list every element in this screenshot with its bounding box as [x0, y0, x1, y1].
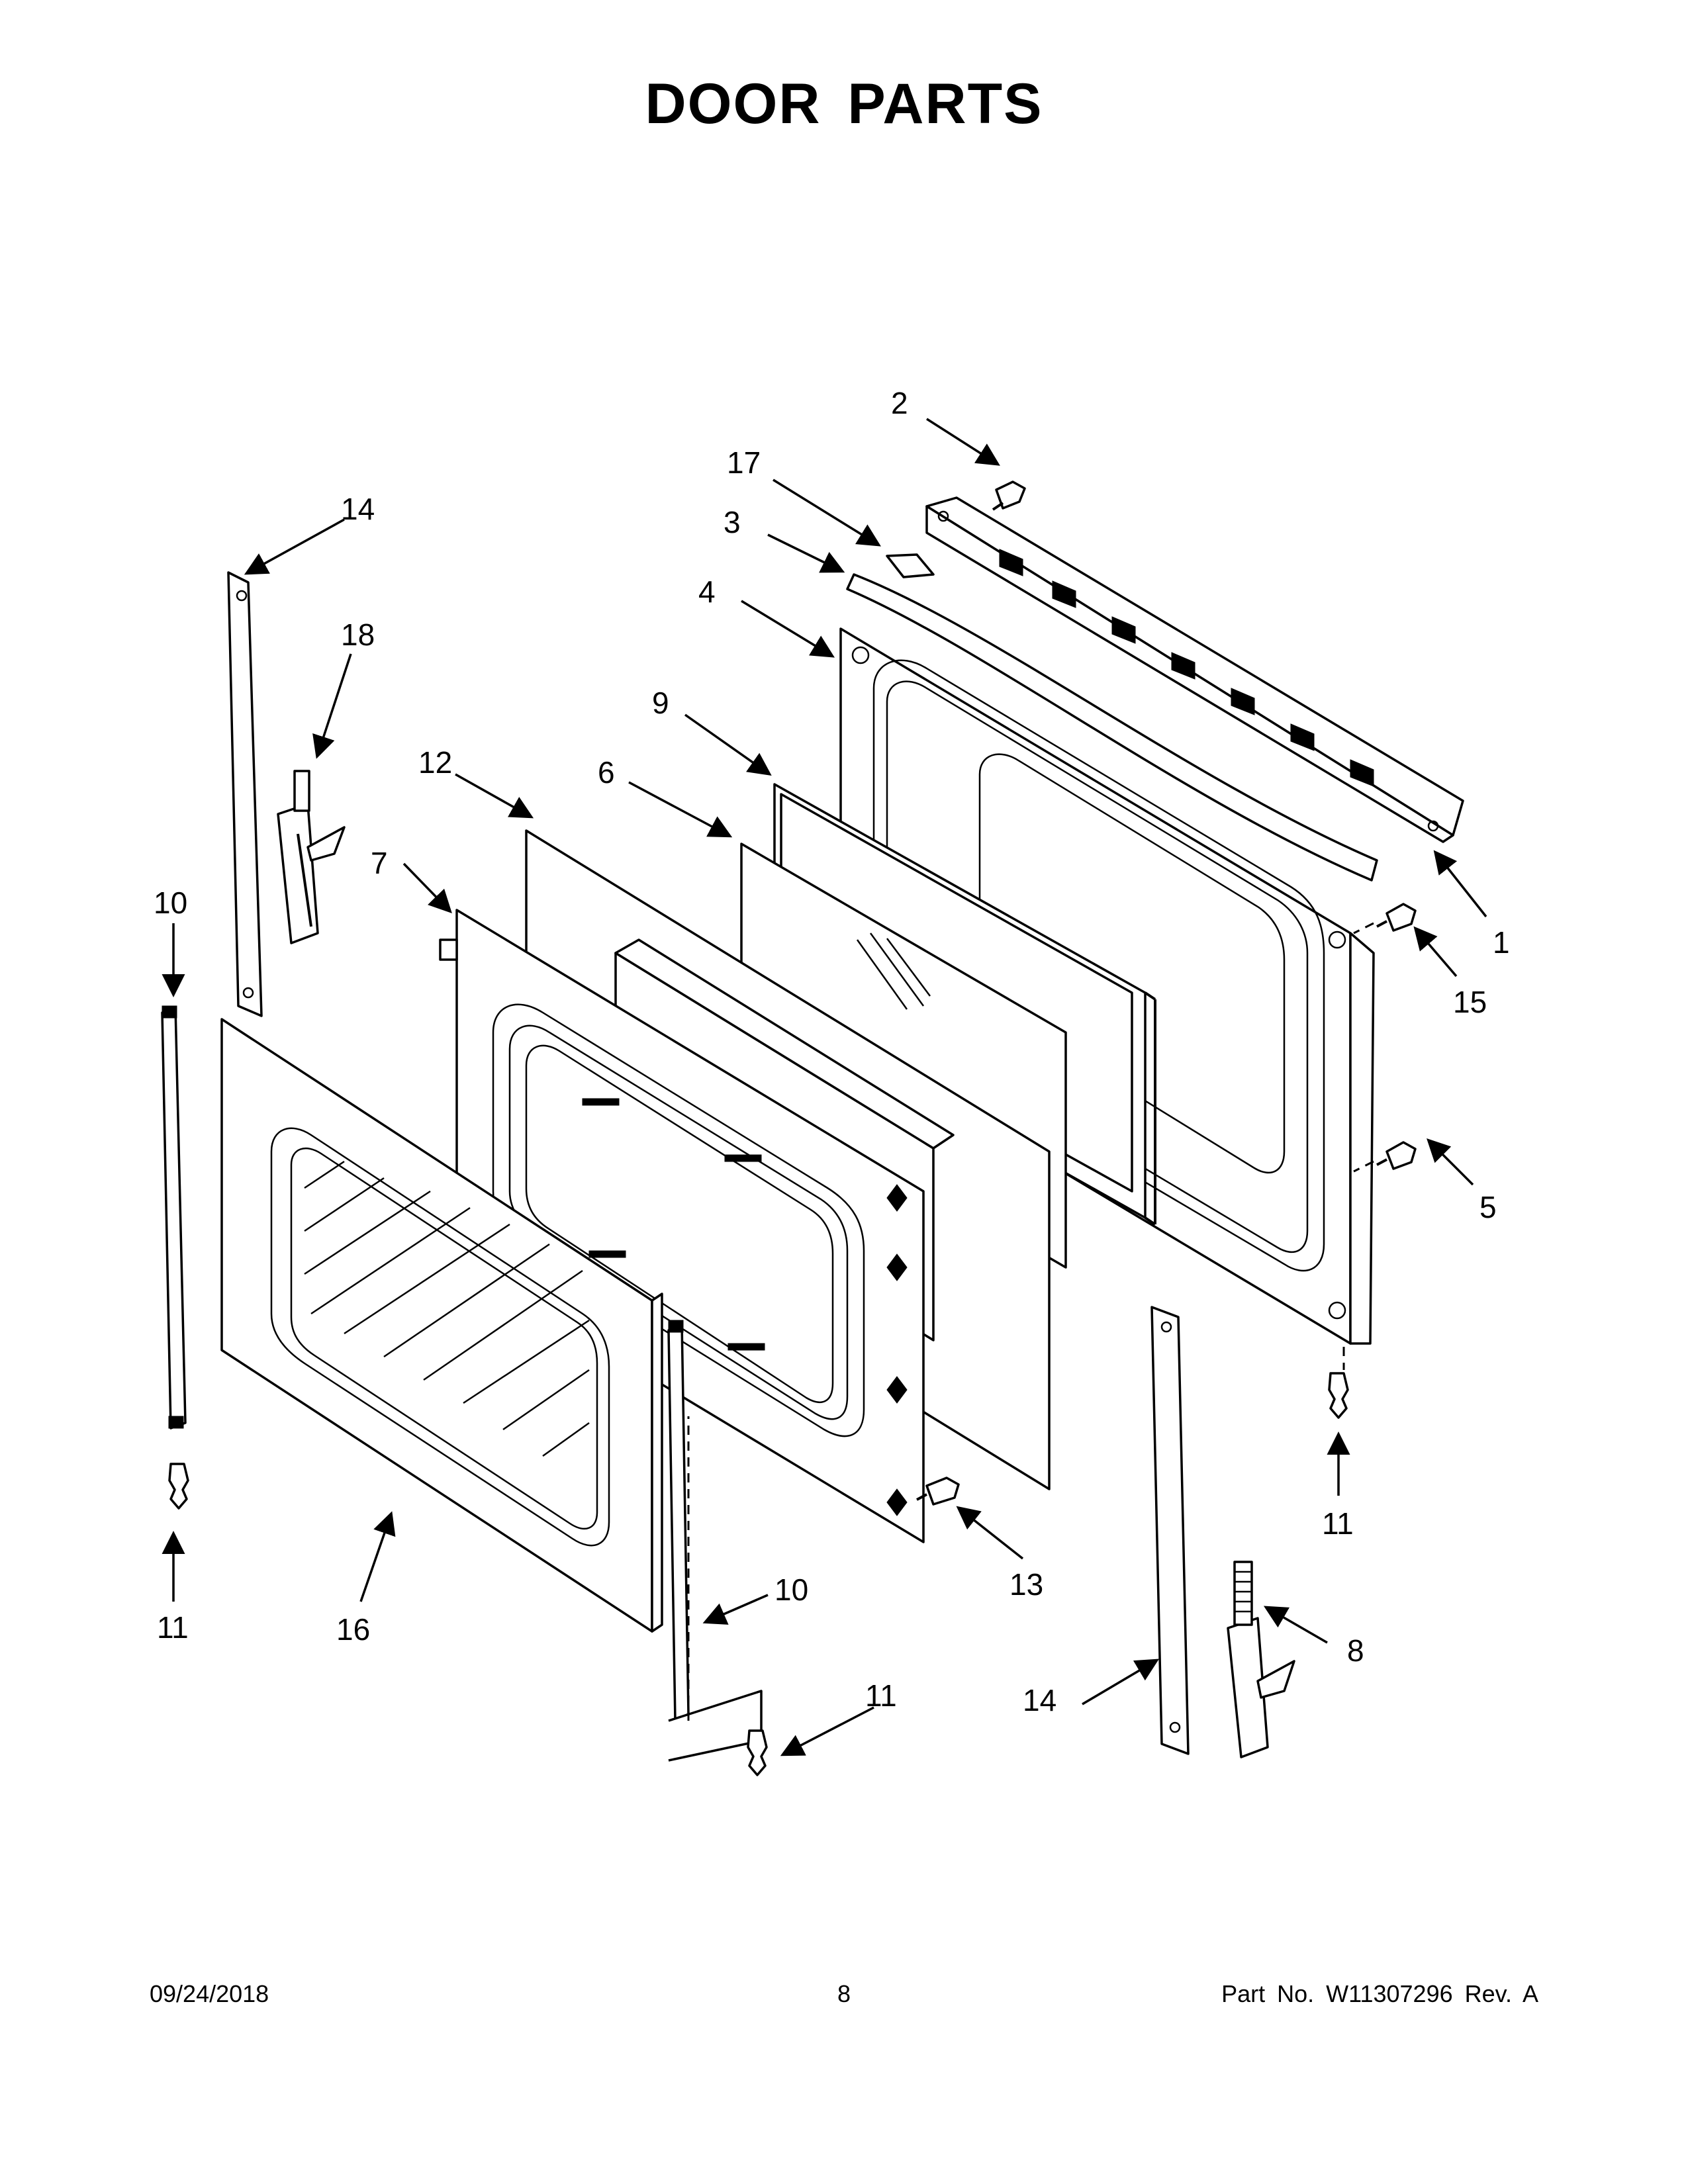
- callout-14: 14: [1023, 1683, 1056, 1717]
- part-8-hinge: [1227, 1561, 1295, 1758]
- part-2-screw: [992, 480, 1026, 511]
- part-17-clip: [886, 553, 935, 578]
- callout-13: 13: [1009, 1567, 1043, 1602]
- part-14-hinge-channel-right: [1150, 1306, 1190, 1755]
- callout-17: 17: [727, 445, 761, 480]
- part-15-screw: [1376, 903, 1417, 932]
- callout-18: 18: [341, 617, 375, 652]
- callout-9: 9: [652, 686, 669, 720]
- callout-5: 5: [1479, 1190, 1497, 1224]
- footer-part-number: Part No. W11307296 Rev. A: [1221, 1980, 1538, 2007]
- part-10-side-trim-left: [161, 1005, 187, 1430]
- callout-labels: 2 17 3 4 14 18 9 12 6 7 10 1 15 5 11 13 …: [154, 386, 1510, 1717]
- part-1-vent-trim: [925, 496, 1464, 843]
- callout-6: 6: [598, 755, 615, 790]
- part-3-vent-deflector: [846, 573, 1378, 882]
- callout-8: 8: [1347, 1633, 1364, 1668]
- callout-16: 16: [336, 1612, 370, 1647]
- callout-11: 11: [1322, 1506, 1354, 1541]
- part-14-hinge-channel-left: [227, 571, 263, 1017]
- part-11-screw-bottom: [747, 1729, 768, 1776]
- callout-12: 12: [418, 745, 452, 780]
- callout-1: 1: [1493, 925, 1510, 960]
- part-11-screw-left: [168, 1463, 189, 1510]
- callout-11: 11: [865, 1678, 897, 1713]
- part-16-outer-door-panel: [220, 1018, 663, 1633]
- footer-page-number: 8: [837, 1980, 851, 2007]
- callout-15: 15: [1453, 985, 1487, 1019]
- part-11-screw-right: [1328, 1372, 1349, 1419]
- part-18-hinge: [277, 770, 346, 944]
- page-title: DOOR PARTS: [645, 72, 1043, 136]
- part-10-side-trim-right: [667, 1320, 763, 1762]
- leader-arrows: [162, 418, 1487, 1756]
- callout-2: 2: [891, 386, 908, 420]
- callout-11: 11: [157, 1610, 189, 1645]
- callout-3: 3: [724, 505, 741, 539]
- callout-10: 10: [774, 1572, 808, 1607]
- callout-4: 4: [698, 574, 716, 609]
- callout-7: 7: [371, 846, 388, 880]
- footer-date: 09/24/2018: [150, 1980, 269, 2007]
- part-13-screw: [916, 1477, 960, 1506]
- callout-14: 14: [341, 492, 375, 526]
- callout-10: 10: [154, 886, 187, 920]
- part-5-screw: [1376, 1141, 1417, 1170]
- alignment-lines: [687, 922, 1374, 1721]
